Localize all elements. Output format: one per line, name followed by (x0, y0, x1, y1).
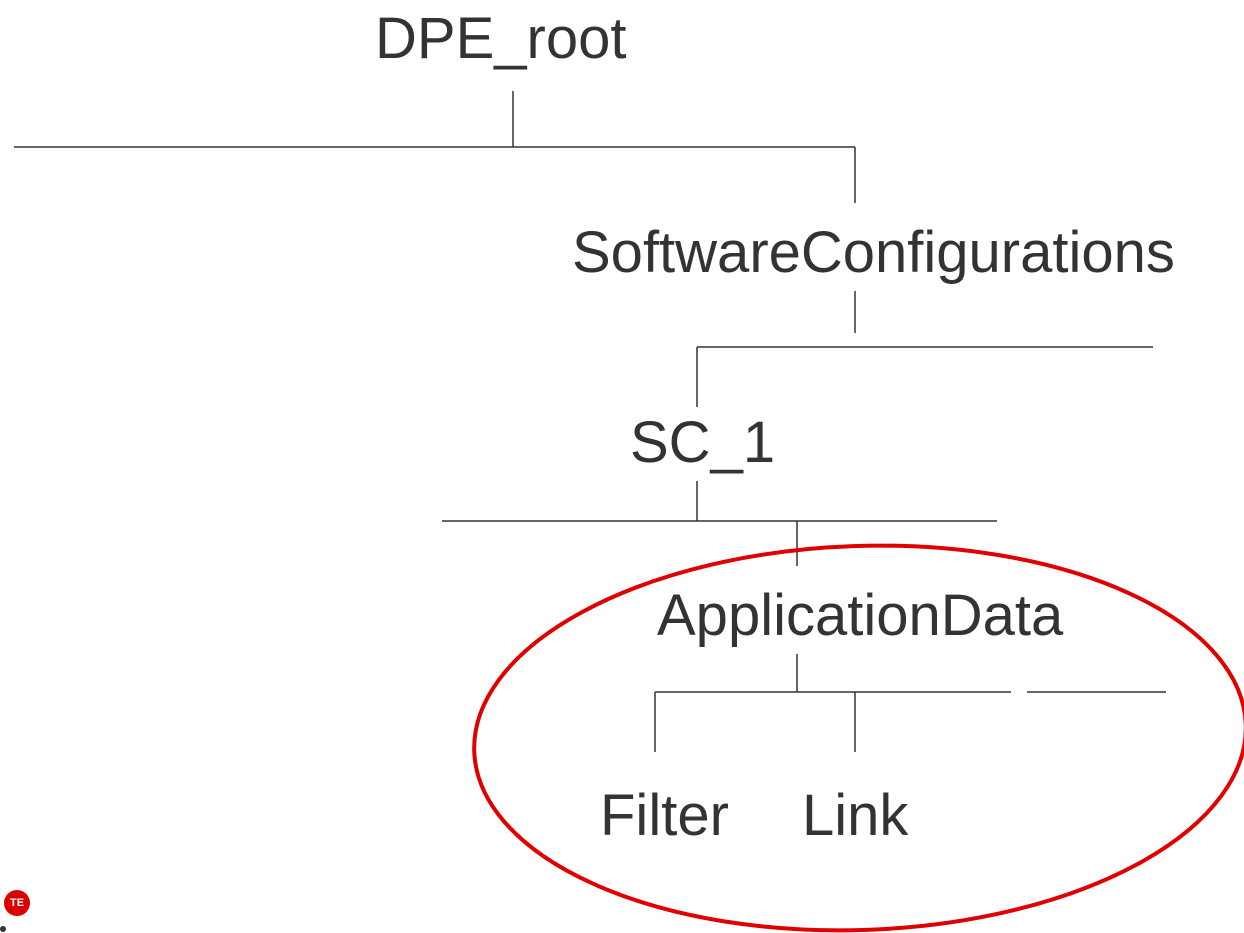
node-application-data: ApplicationData (657, 583, 1064, 648)
node-software-configurations: SoftwareConfigurations (572, 220, 1175, 285)
node-dpe-root: DPE_root (375, 6, 627, 71)
node-sc-1: SC_1 (630, 410, 776, 475)
node-filter: Filter (600, 783, 729, 848)
highlight-ellipse (472, 543, 1244, 933)
te-logo-icon: TE (4, 890, 30, 916)
node-link: Link (802, 783, 909, 848)
logo-dot-icon (0, 926, 6, 932)
